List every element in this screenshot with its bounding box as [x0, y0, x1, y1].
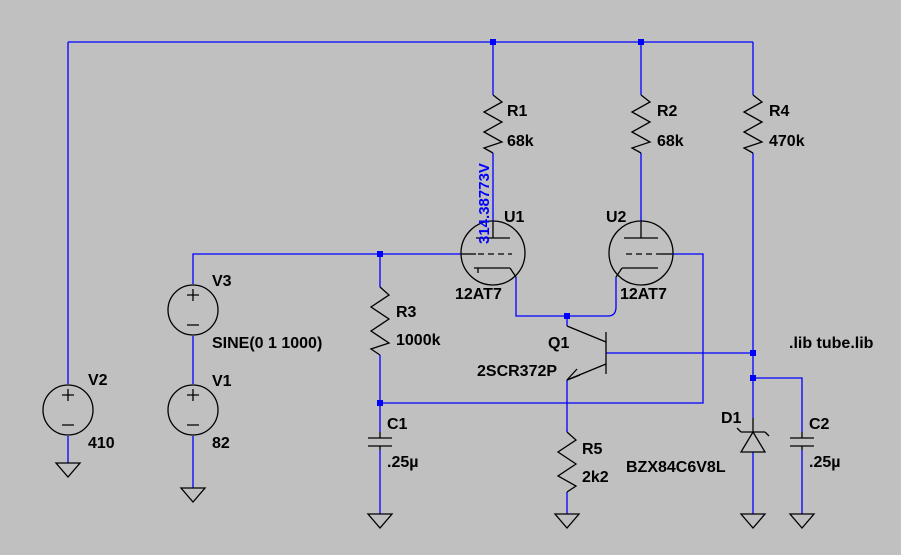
tube-u2[interactable]: [608, 220, 674, 286]
resistor-r3[interactable]: [369, 286, 391, 356]
wire-grid-u1: [192, 253, 462, 284]
resistor-r4[interactable]: [742, 94, 764, 154]
r4-value: 470k: [769, 133, 805, 150]
ground-icon: [788, 513, 816, 529]
resistor-r5[interactable]: [556, 431, 578, 493]
r1-value: 68k: [507, 133, 534, 150]
resistor-r1[interactable]: [482, 94, 504, 154]
zener-diode-d1[interactable]: [736, 418, 770, 453]
spice-directive: .lib tube.lib: [789, 335, 874, 352]
v2-ref: V2: [88, 372, 108, 389]
source-v1[interactable]: [167, 384, 219, 436]
v2-value: 410: [88, 435, 115, 452]
tube-u1[interactable]: [460, 220, 526, 286]
wire-u2-cathode: [567, 277, 617, 317]
c1-value: .25µ: [387, 454, 418, 471]
r5-value: 2k2: [582, 469, 609, 486]
u1-value: 12AT7: [455, 286, 502, 303]
capacitor-c2[interactable]: [790, 432, 814, 450]
r2-ref: R2: [657, 103, 678, 120]
wire-d1-c2: [752, 377, 803, 514]
junction-dot: [638, 39, 644, 45]
wire-u2-grid: [380, 253, 704, 404]
u1-ref: U1: [504, 209, 525, 226]
v1-ref: V1: [212, 373, 232, 390]
r4-ref: R4: [769, 103, 790, 120]
source-v2[interactable]: [42, 384, 94, 436]
junction-dot: [750, 375, 756, 381]
d1-value: BZX84C6V8L: [626, 459, 726, 476]
ground-icon: [739, 513, 767, 529]
r1-ref: R1: [507, 103, 528, 120]
ground-symbols: [54, 462, 816, 529]
probe-voltage-label: 314.38773V: [476, 163, 493, 244]
wires: [67, 41, 803, 514]
junction-dot: [377, 400, 383, 406]
junction-dot: [564, 313, 570, 319]
labels: R1 68k R2 68k R4 470k R3 1000k R5 2k2 U1…: [88, 103, 874, 486]
wire-u1-cathode: [515, 277, 568, 326]
transistor-q1[interactable]: [566, 325, 607, 381]
q1-value: 2SCR372P: [477, 363, 557, 380]
v1-value: 82: [212, 435, 230, 452]
capacitor-c1[interactable]: [368, 432, 392, 450]
junction-dot: [377, 251, 383, 257]
junction-dot: [750, 350, 756, 356]
ground-icon: [179, 487, 207, 503]
junctions: [377, 39, 756, 406]
v3-ref: V3: [212, 273, 232, 290]
r5-ref: R5: [582, 441, 603, 458]
r2-value: 68k: [657, 133, 684, 150]
ground-icon: [553, 513, 581, 529]
c2-value: .25µ: [809, 454, 840, 471]
q1-ref: Q1: [548, 335, 569, 352]
d1-ref: D1: [721, 410, 742, 427]
u2-value: 12AT7: [620, 286, 667, 303]
ground-icon: [54, 462, 82, 478]
v3-value: SINE(0 1 1000): [212, 335, 322, 352]
u2-ref: U2: [606, 209, 627, 226]
c2-ref: C2: [809, 416, 830, 433]
r3-ref: R3: [396, 304, 417, 321]
ground-icon: [366, 513, 394, 529]
resistor-r2[interactable]: [630, 94, 652, 154]
c1-ref: C1: [387, 416, 408, 433]
r3-value: 1000k: [396, 332, 441, 349]
source-v3[interactable]: [167, 284, 219, 336]
junction-dot: [490, 39, 496, 45]
